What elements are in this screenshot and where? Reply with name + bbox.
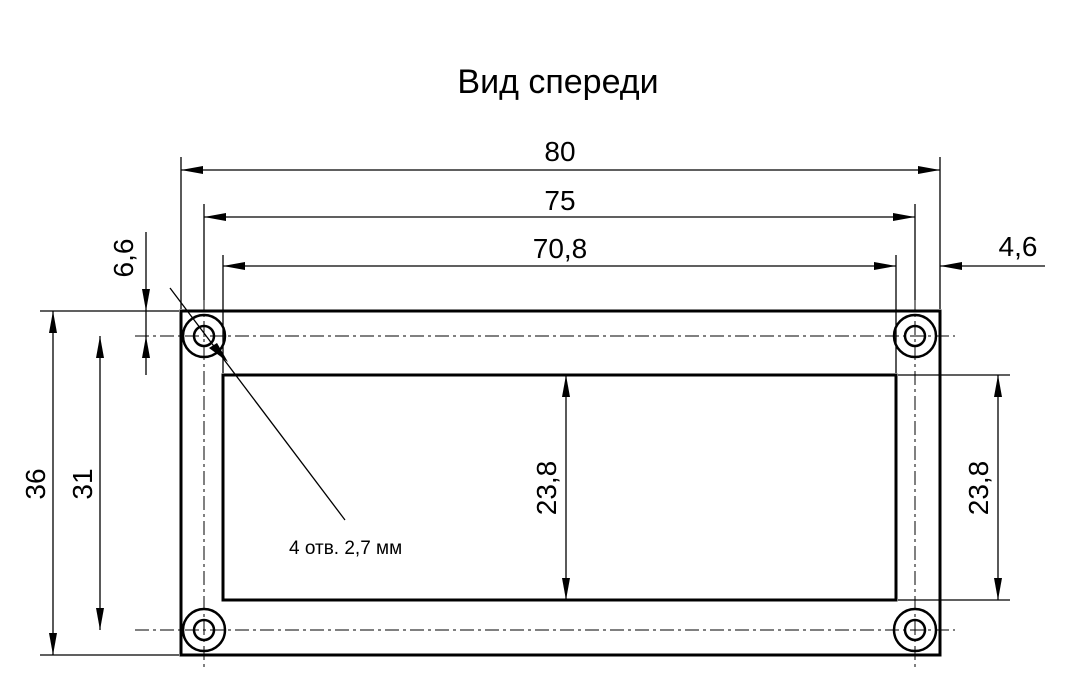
dim-overall-width: 80 — [544, 136, 575, 167]
hole-note: 4 отв. 2,7 мм — [289, 538, 402, 559]
view-title: Вид спереди — [457, 63, 658, 101]
mounting-hole-bottom-right — [892, 607, 938, 653]
dim-hole-spacing-x: 75 — [544, 185, 575, 216]
mounting-hole-top-right — [892, 313, 938, 359]
dim-overall-height: 36 — [20, 468, 51, 499]
center-lines — [135, 296, 955, 668]
dim-top-offset: 6,6 — [108, 239, 139, 278]
display-window — [221, 373, 898, 602]
mounting-hole-top-left — [181, 313, 227, 359]
arrowheads — [49, 166, 1002, 655]
mounting-hole-bottom-left — [181, 607, 227, 653]
dim-edge-offset: 4,6 — [999, 231, 1038, 262]
dim-window-height-outer: 23,8 — [963, 461, 994, 516]
dim-hole-spacing-y: 31 — [67, 468, 98, 499]
extension-lines — [40, 157, 1010, 656]
dim-window-width: 70,8 — [533, 233, 588, 264]
dim-window-height-inner: 23,8 — [531, 461, 562, 516]
outer-frame — [179, 309, 942, 657]
